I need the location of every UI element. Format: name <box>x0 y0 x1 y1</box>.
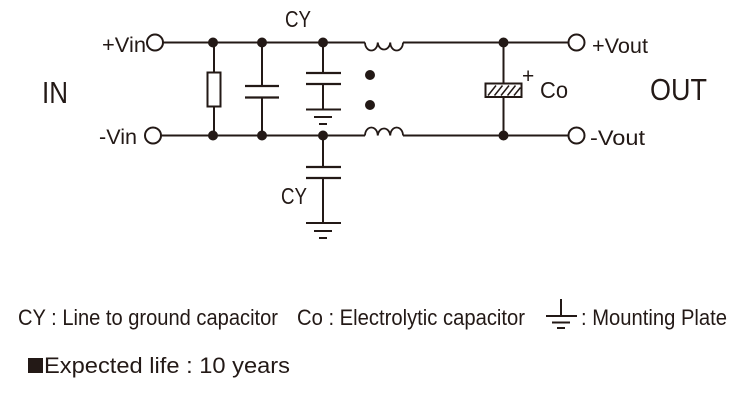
vin-negative-terminal-icon <box>144 126 162 145</box>
mounting-plate-legend-icon <box>546 299 577 329</box>
cy-top-label: CY <box>285 6 311 32</box>
junction-dot <box>318 37 328 48</box>
common-mode-choke <box>364 42 404 136</box>
junction-dot <box>208 130 218 141</box>
output-section-label: OUT <box>650 72 707 107</box>
junction-dot <box>208 37 218 48</box>
co-label: Co <box>540 77 568 103</box>
junction-dot <box>318 130 328 141</box>
vout-positive-label: +Vout <box>592 35 648 58</box>
hatch-line <box>506 85 517 96</box>
legend-co-text: Co : Electrolytic capacitor <box>297 305 525 330</box>
bullet-square-icon <box>28 358 43 373</box>
hatch-line <box>513 87 522 96</box>
vin-negative-label: -Vin <box>99 126 137 149</box>
expected-life-note: Expected life : 10 years <box>28 353 290 378</box>
resistor-body <box>206 71 222 108</box>
junction-dot <box>498 37 509 48</box>
hatch-line <box>487 85 497 96</box>
vout-negative-label: -Vout <box>590 127 645 150</box>
choke-polarity-dot <box>365 70 375 80</box>
co-electrolytic-capacitor: + Co <box>484 42 568 136</box>
mounting-plate-ground-icon <box>306 222 341 239</box>
cy-bottom-label: CY <box>281 183 307 209</box>
hatch-line <box>500 85 510 96</box>
co-hatched-plate <box>484 82 523 98</box>
vin-positive-label: +Vin <box>102 34 146 57</box>
input-section-label: IN <box>42 75 68 110</box>
choke-top-winding <box>364 42 404 52</box>
vout-positive-terminal-icon <box>567 33 586 52</box>
expected-life-text: Expected life : 10 years <box>44 353 290 378</box>
choke-bottom-winding <box>364 126 404 136</box>
x-capacitor-symbol <box>245 42 279 136</box>
hatch-line <box>493 85 504 96</box>
cy-capacitor-top: CY <box>285 6 341 125</box>
junction-dot <box>257 130 267 141</box>
input-terminal-negative: -Vin <box>99 126 162 149</box>
cy-capacitor-bottom: CY <box>281 135 341 239</box>
resistor-symbol <box>206 42 222 136</box>
co-polarity-plus-label: + <box>522 65 534 88</box>
co-hatch-lines-icon <box>487 85 522 96</box>
input-terminal-positive: +Vin <box>102 33 164 57</box>
choke-polarity-dot <box>365 100 375 110</box>
vin-positive-terminal-icon <box>146 33 164 52</box>
junction-dot <box>257 37 267 48</box>
vout-negative-terminal-icon <box>567 126 586 145</box>
output-terminal-negative: -Vout <box>567 126 645 150</box>
junction-dot <box>498 130 509 141</box>
legend-mounting-plate-text: : Mounting Plate <box>581 305 727 330</box>
output-terminal-positive: +Vout <box>567 33 648 58</box>
legend-cy-text: CY : Line to ground capacitor <box>18 305 278 330</box>
mounting-plate-ground-icon <box>306 108 341 125</box>
legend: CY : Line to ground capacitor Co : Elect… <box>18 299 727 330</box>
